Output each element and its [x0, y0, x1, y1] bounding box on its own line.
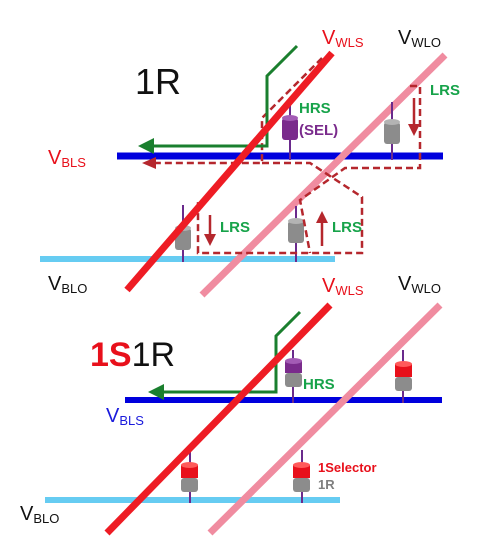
top-arrow-right-up: [316, 211, 328, 246]
top-current-arrowhead: [138, 138, 154, 154]
top-title: 1R: [135, 61, 181, 102]
top-lrs-bottom-left-label: LRS: [220, 219, 250, 236]
bottom-hrs-stack: [285, 358, 302, 387]
bottom-panel: 1S1R VWLS VWLO VBLS VBLO HRS 1Selector 1…: [20, 273, 443, 536]
bottom-wl-selected-line: [104, 302, 333, 536]
top-sneak-arrowhead: [142, 157, 156, 169]
top-wl-selected-label: VWLS: [322, 27, 364, 50]
top-current-path: [150, 44, 299, 148]
top-wl-selected-line: [124, 50, 335, 293]
legend-selector-label: 1Selector: [318, 460, 377, 475]
top-lrs-cell-bottom-right-cap: [288, 218, 304, 224]
bottom-wl-selected-label: VWLS: [322, 275, 364, 298]
bottom-stack-bottom-left: [181, 462, 198, 492]
top-lrs-cell-right: [384, 122, 400, 144]
top-sneak-path-2: [298, 84, 422, 254]
top-lrs-bottom-right-label: LRS: [332, 219, 362, 236]
bottom-title: 1S1R: [90, 336, 175, 374]
top-bl-other-label: VBLO: [48, 273, 87, 296]
top-panel: 1R VWLS VWLO VBLS VBLO HRS (SEL) LRS LRS…: [40, 27, 460, 298]
bottom-wl-other-line: [207, 302, 443, 536]
top-arrow-right-down: [408, 98, 420, 136]
top-wl-other-line: [199, 52, 448, 298]
bottom-current-arrowhead: [148, 384, 164, 400]
bottom-current-path: [160, 310, 302, 394]
bottom-bl-other-label: VBLO: [20, 503, 59, 526]
legend-resistor-label: 1R: [318, 477, 335, 492]
top-hrs-label: HRS: [299, 100, 331, 117]
bottom-stack-right: [395, 361, 412, 391]
top-arrow-left-down: [204, 215, 216, 246]
top-wl-other-label: VWLO: [398, 27, 441, 50]
top-lrs-right-label: LRS: [430, 82, 460, 99]
top-hrs-cell-cap: [282, 115, 298, 121]
top-hrs-cell: [282, 118, 298, 140]
top-bl-selected-label: VBLS: [48, 147, 86, 170]
bottom-hrs-label: HRS: [303, 376, 335, 393]
top-sneak-path: [145, 57, 364, 255]
top-lrs-cell-bottom-right: [288, 221, 304, 243]
top-sel-label: (SEL): [299, 122, 338, 139]
bottom-bl-selected-label: VBLS: [106, 405, 144, 428]
bottom-wl-other-label: VWLO: [398, 273, 441, 296]
bottom-stack-bottom-right: [293, 462, 310, 492]
top-lrs-cell-right-cap: [384, 119, 400, 125]
